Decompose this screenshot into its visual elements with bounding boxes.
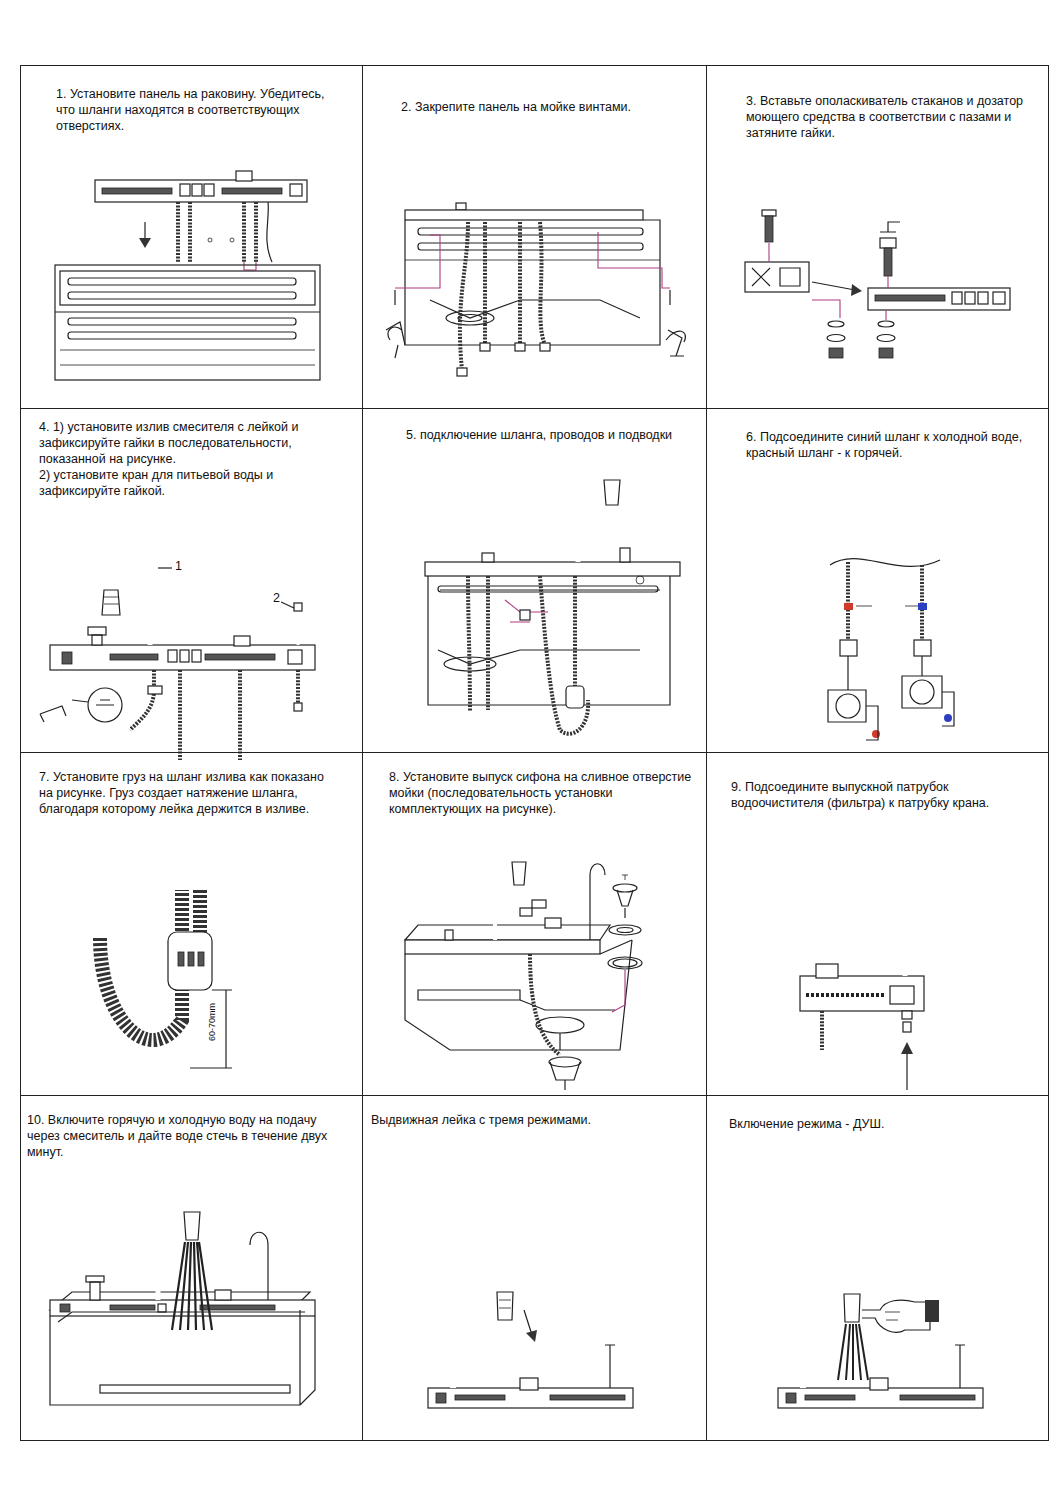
step-text: Включение режима - ДУШ. <box>729 1116 1029 1132</box>
instruction-panel: 9. Подсоедините выпускной патрубок водоо… <box>706 752 1049 1096</box>
instruction-panel: 3. Вставьте ополаскиватель стаканов и до… <box>706 65 1049 409</box>
panel-illustration <box>40 539 315 760</box>
step-text: 3. Вставьте ополаскиватель стаканов и до… <box>746 93 1036 141</box>
panel-illustration <box>405 459 680 734</box>
text-block: 4. 1) установите излив смесителя с лейко… <box>39 419 357 499</box>
text-block: 7. Установите груз на шланг излива как п… <box>39 769 339 817</box>
panel-illustration <box>100 890 232 1068</box>
text-block: 1. Установите панель на раковину. Убедит… <box>56 86 346 134</box>
dimension-label: 60-70mm <box>208 1002 218 1042</box>
instruction-panel: 1. Установите панель на раковину. Убедит… <box>20 65 363 409</box>
instruction-panel: 8. Установите выпуск сифона на сливное о… <box>362 752 707 1096</box>
step-text: Выдвижная лейка с тремя режимами. <box>371 1112 691 1128</box>
panel-illustration <box>778 1244 983 1408</box>
step-text: 5. подключение шланга, проводов и подвод… <box>406 427 676 443</box>
panel-illustration <box>428 1244 633 1408</box>
instruction-panel: 10. Включите горячую и холодную воду на … <box>20 1095 363 1441</box>
instruction-panel: Выдвижная лейка с тремя режимами. <box>362 1095 707 1441</box>
text-block: 9. Подсоедините выпускной патрубок водоо… <box>731 779 1041 811</box>
panel-illustration <box>745 210 1010 358</box>
callout-number: 1 <box>174 560 183 574</box>
text-block: 2. Закрепите панель на мойке винтами. <box>401 99 691 115</box>
step-text: 6. Подсоедините синий шланг к холодной в… <box>746 429 1036 461</box>
step-text: 9. Подсоедините выпускной патрубок водоо… <box>731 779 1041 811</box>
instruction-panel: 2. Закрепите панель на мойке винтами. <box>362 65 707 409</box>
instruction-panel: 7. Установите груз на шланг излива как п… <box>20 752 363 1096</box>
panel-illustration <box>405 844 642 1090</box>
instruction-panel: 6. Подсоедините синий шланг к холодной в… <box>706 408 1049 753</box>
text-block: 10. Включите горячую и холодную воду на … <box>27 1112 352 1160</box>
step-text: 1. Установите панель на раковину. Убедит… <box>56 86 346 134</box>
instruction-panel: 4. 1) установите излив смесителя с лейко… <box>20 408 363 753</box>
panel-illustration <box>55 171 320 380</box>
text-block: 3. Вставьте ополаскиватель стаканов и до… <box>746 93 1036 141</box>
text-block: Включение режима - ДУШ. <box>729 1116 1029 1132</box>
step-text: 7. Установите груз на шланг излива как п… <box>39 769 339 817</box>
step-text: 2) установите кран для питьевой воды и з… <box>39 467 357 499</box>
text-block: 5. подключение шланга, проводов и подвод… <box>406 427 676 443</box>
panel-illustration <box>50 1185 315 1405</box>
step-text: 10. Включите горячую и холодную воду на … <box>27 1112 352 1160</box>
panel-illustration <box>828 559 954 740</box>
instruction-panel: Включение режима - ДУШ. <box>706 1095 1049 1441</box>
step-text: 8. Установите выпуск сифона на сливное о… <box>389 769 694 817</box>
panel-illustration <box>386 203 685 376</box>
panel-illustration <box>800 878 966 1090</box>
step-text: 2. Закрепите панель на мойке винтами. <box>401 99 691 115</box>
text-block: 6. Подсоедините синий шланг к холодной в… <box>746 429 1036 461</box>
text-block: 8. Установите выпуск сифона на сливное о… <box>389 769 694 817</box>
step-text: 4. 1) установите излив смесителя с лейко… <box>39 419 357 467</box>
callout-number: 2 <box>272 592 281 606</box>
text-block: Выдвижная лейка с тремя режимами. <box>371 1112 691 1128</box>
instruction-panel: 5. подключение шланга, проводов и подвод… <box>362 408 707 753</box>
